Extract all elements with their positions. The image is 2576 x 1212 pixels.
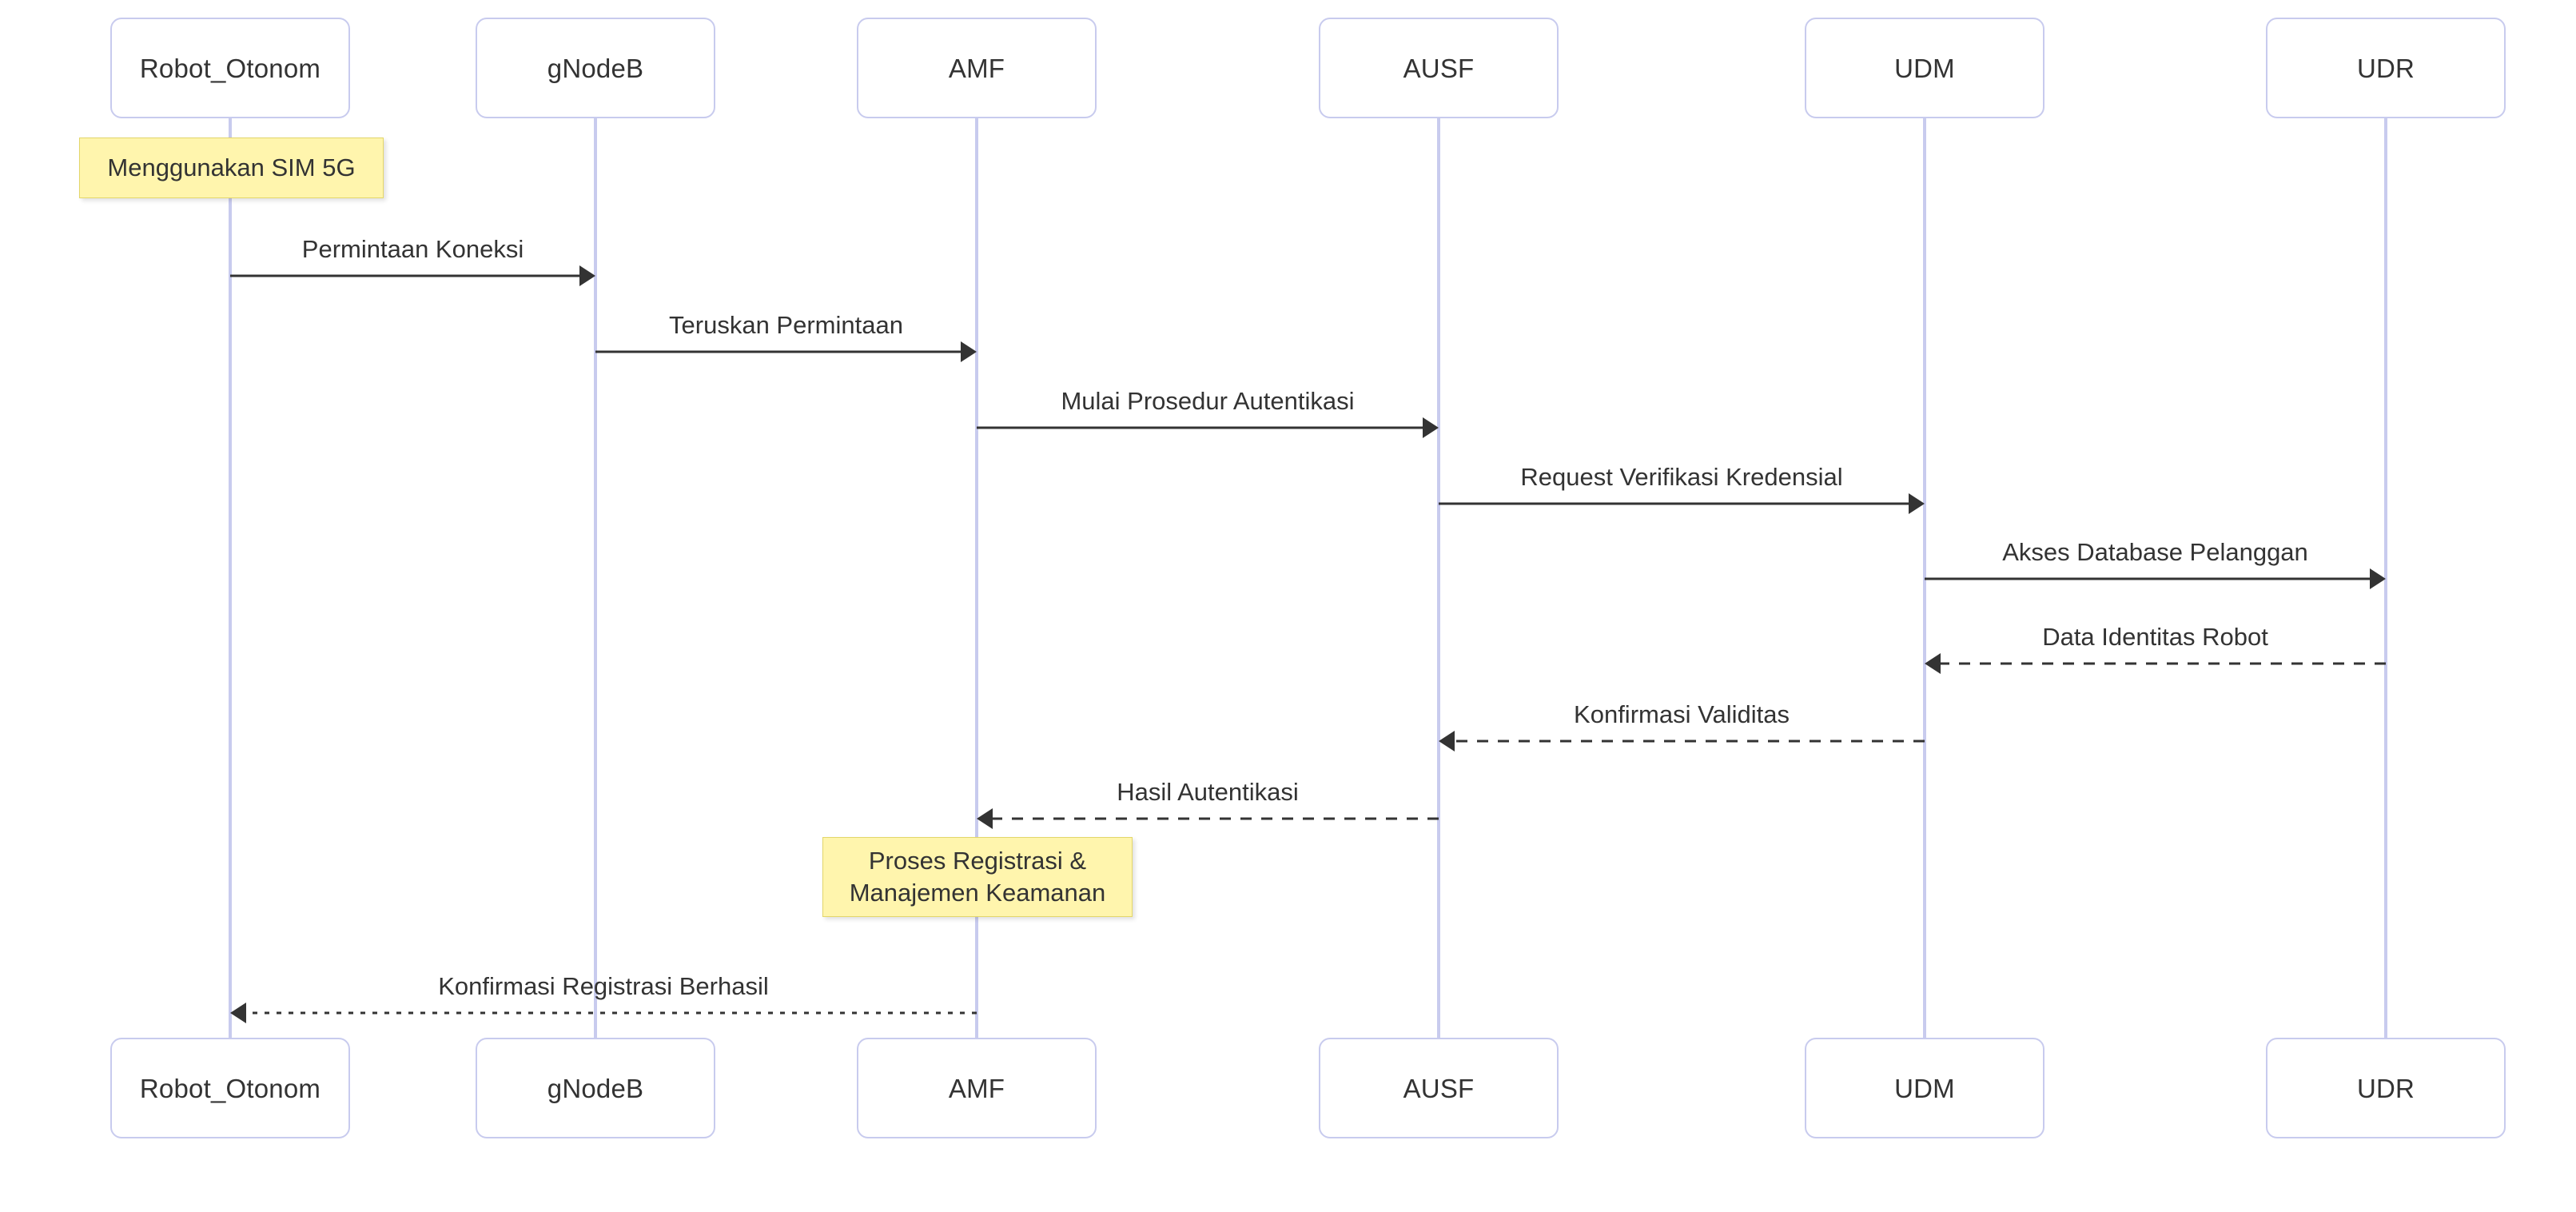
participant-label-ausf: AUSF [1403,1073,1475,1103]
participant-box-bottom-gnodeb[interactable]: gNodeB [476,1038,715,1138]
participant-label-udm: UDM [1894,53,1955,83]
participant-box-top-udr[interactable]: UDR [2266,18,2506,118]
note-n1[interactable]: Menggunakan SIM 5G [79,138,384,198]
note-text-n1: Menggunakan SIM 5G [107,153,356,182]
message-arrowhead-m2 [961,341,977,362]
participant-box-bottom-udr[interactable]: UDR [2266,1038,2506,1138]
participant-label-gnodeb: gNodeB [547,1073,644,1103]
participant-box-top-ausf[interactable]: AUSF [1319,18,1559,118]
participant-label-ausf: AUSF [1403,53,1475,83]
message-arrowhead-m6 [1925,653,1941,674]
participant-label-robot: Robot_Otonom [139,53,321,83]
participant-label-udm: UDM [1894,1073,1955,1103]
message-label-m5: Akses Database Pelanggan [2002,538,2308,566]
participant-box-top-udm[interactable]: UDM [1805,18,2044,118]
note-n2[interactable]: Proses Registrasi & Manajemen Keamanan [822,837,1133,917]
message-arrowhead-m8 [977,808,993,829]
participant-label-amf: AMF [948,1073,1005,1103]
participant-label-udr: UDR [2356,53,2415,83]
message-label-m8: Hasil Autentikasi [1117,778,1299,806]
message-label-m7: Konfirmasi Validitas [1574,700,1790,728]
message-arrowhead-m4 [1909,493,1925,514]
message-label-m2: Teruskan Permintaan [669,311,903,339]
messages-group [230,265,2386,1023]
participant-box-bottom-udm[interactable]: UDM [1805,1038,2044,1138]
message-arrowhead-m9 [230,1003,246,1023]
participant-label-amf: AMF [948,53,1005,83]
message-label-m3: Mulai Prosedur Autentikasi [1061,387,1355,415]
message-arrowhead-m1 [579,265,595,286]
message-label-m6: Data Identitas Robot [2042,623,2268,651]
message-arrowhead-m7 [1439,731,1455,752]
participant-label-gnodeb: gNodeB [547,53,644,83]
participant-box-bottom-robot[interactable]: Robot_Otonom [110,1038,350,1138]
participant-box-top-amf[interactable]: AMF [857,18,1097,118]
message-arrowhead-m5 [2370,568,2386,589]
message-arrowhead-m3 [1423,417,1439,438]
message-label-m1: Permintaan Koneksi [301,235,524,263]
message-label-m4: Request Verifikasi Kredensial [1520,463,1843,491]
participant-box-bottom-amf[interactable]: AMF [857,1038,1097,1138]
participant-box-top-robot[interactable]: Robot_Otonom [110,18,350,118]
note-text-n2: Proses Registrasi & Manajemen Keamanan [849,847,1106,907]
message-label-m9: Konfirmasi Registrasi Berhasil [438,972,769,1000]
participant-label-udr: UDR [2356,1073,2415,1103]
participant-label-robot: Robot_Otonom [139,1073,321,1103]
participant-box-bottom-ausf[interactable]: AUSF [1319,1038,1559,1138]
participant-box-top-gnodeb[interactable]: gNodeB [476,18,715,118]
